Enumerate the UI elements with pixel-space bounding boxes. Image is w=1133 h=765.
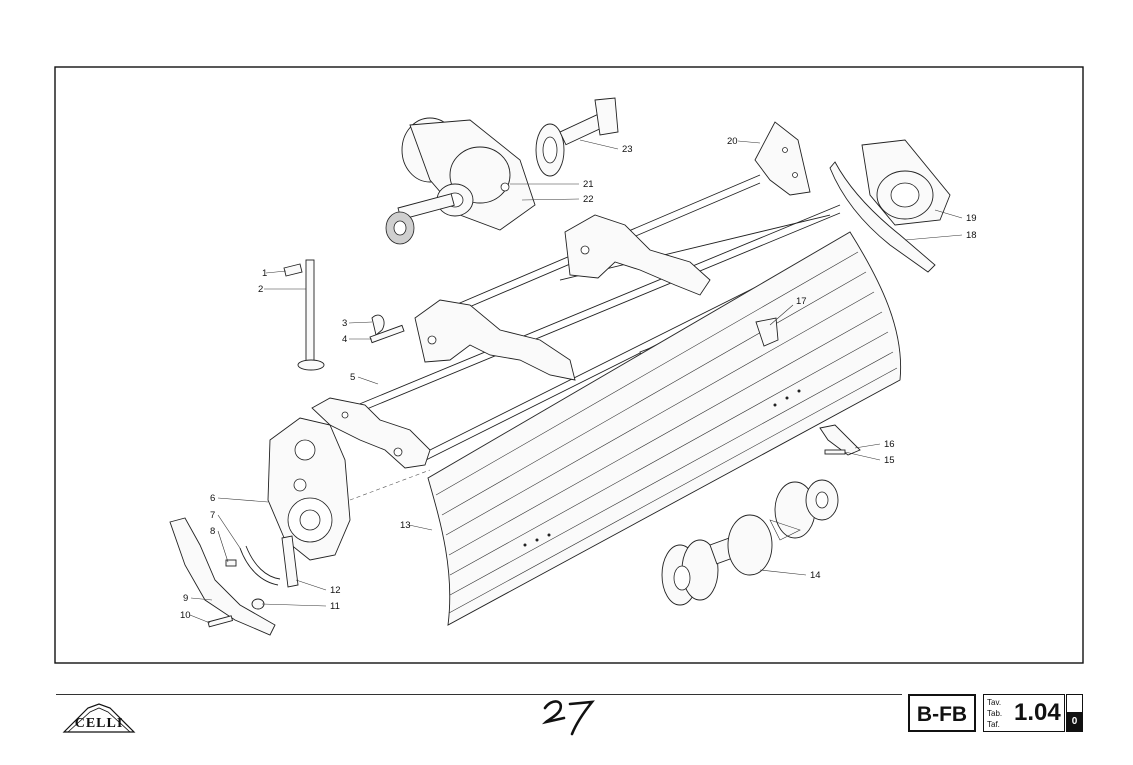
callout-22: 22 xyxy=(583,194,594,205)
callout-11: 11 xyxy=(330,601,340,612)
curved-strap xyxy=(239,547,279,586)
celli-logo xyxy=(58,700,140,736)
revision-number: 0 xyxy=(1067,712,1082,731)
leader-lines xyxy=(189,139,963,624)
scraper xyxy=(755,317,779,347)
callout-23: 23 xyxy=(622,144,633,155)
callout-3: 3 xyxy=(342,318,347,329)
callout-16: 16 xyxy=(884,439,895,450)
drawing-frame xyxy=(54,66,1084,664)
middle-bracket-a xyxy=(414,299,576,381)
callout-19: 19 xyxy=(966,213,977,224)
tav-labels: Tav. Tab. Taf. xyxy=(987,697,1002,730)
callout-18: 18 xyxy=(966,230,977,241)
pin xyxy=(369,324,405,344)
callout-1: 1 xyxy=(262,268,267,279)
footer-rule xyxy=(56,694,902,695)
right-end-plate xyxy=(754,121,811,196)
bracket-16 xyxy=(819,424,861,456)
callout-4: 4 xyxy=(342,334,347,345)
brand-name: CELLI xyxy=(74,716,124,731)
tab-label: Tab. xyxy=(987,709,1003,718)
parking-stand xyxy=(283,259,325,371)
callout-14: 14 xyxy=(810,570,821,581)
taf-label: Taf. xyxy=(987,720,1000,729)
revision-box: 0 xyxy=(1066,694,1083,732)
bushing-8 xyxy=(225,559,237,567)
callout-2: 2 xyxy=(258,284,263,295)
bolt-15 xyxy=(824,449,846,455)
gearbox-assembly xyxy=(385,117,536,245)
right-side-plate xyxy=(861,139,951,226)
callout-5: 5 xyxy=(350,372,355,383)
shield-ribs xyxy=(435,251,898,614)
lynch-pin xyxy=(371,314,385,336)
callout-10: 10 xyxy=(180,610,191,621)
adjust-link xyxy=(281,535,299,588)
left-skid xyxy=(169,517,276,636)
callout-6: 6 xyxy=(210,493,215,504)
callout-8: 8 xyxy=(210,526,215,537)
roller-hubs xyxy=(661,479,839,606)
callout-21: 21 xyxy=(583,179,594,190)
tav-label: Tav. xyxy=(987,698,1002,707)
callout-20: 20 xyxy=(727,136,738,147)
right-skid xyxy=(829,161,936,273)
callout-7: 7 xyxy=(210,510,215,521)
callout-12: 12 xyxy=(330,585,341,596)
handwriting xyxy=(541,700,595,736)
callout-17: 17 xyxy=(796,296,807,307)
callout-15: 15 xyxy=(884,455,895,466)
flange-shaft xyxy=(535,97,619,177)
table-number-box: Tav. Tab. Taf. 1.04 xyxy=(983,694,1065,732)
callout-13: 13 xyxy=(400,520,411,531)
group-code-box: B-FB xyxy=(908,694,976,732)
left-side-plate xyxy=(267,417,351,561)
table-number: 1.04 xyxy=(1014,699,1061,726)
handwritten-page-number xyxy=(540,694,600,736)
logo-mark xyxy=(62,703,136,733)
callout-9: 9 xyxy=(183,593,188,604)
bolt-10 xyxy=(207,615,234,628)
roller-shield xyxy=(427,231,902,626)
middle-bracket-b xyxy=(564,214,711,296)
